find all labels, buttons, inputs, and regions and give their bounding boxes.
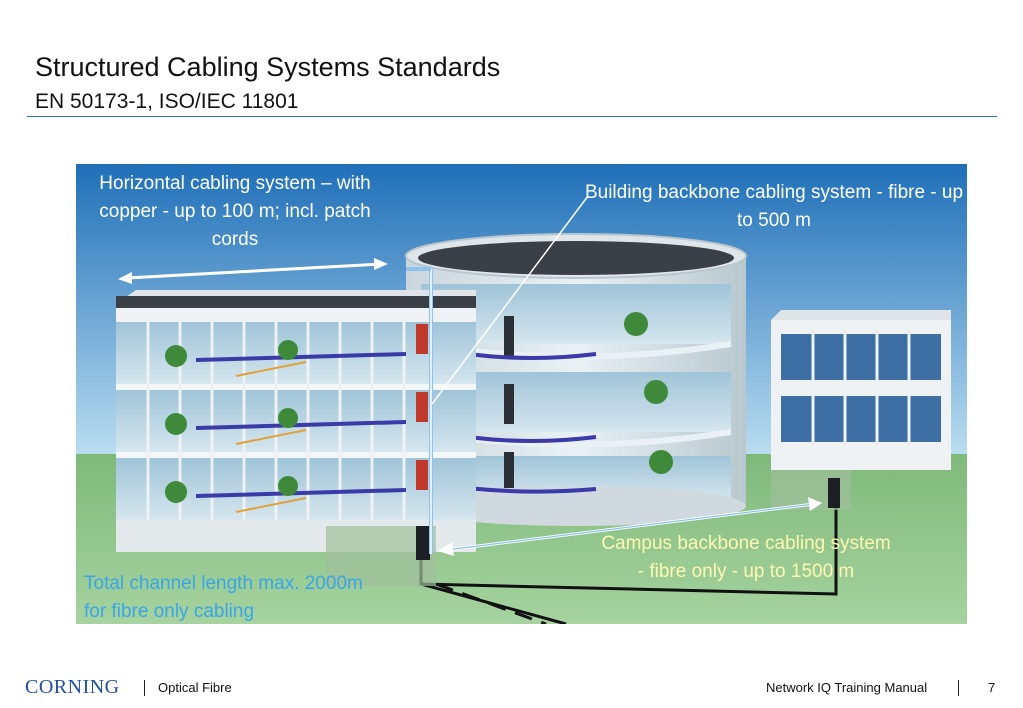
total-channel-label: Total channel length max. 2000m for fibr… (84, 573, 363, 622)
slide-title: Structured Cabling Systems Standards (35, 52, 501, 82)
footer-left-text: Optical Fibre (158, 680, 232, 695)
footer-right-text: Network IQ Training Manual (766, 680, 928, 695)
campus-arrow (438, 497, 822, 556)
footer-separator (144, 680, 145, 696)
slide-subtitle: EN 50173-1, ISO/IEC 11801 (35, 90, 299, 113)
building-backbone-label: Building backbone cabling system - fibre… (584, 182, 964, 231)
page-number: 7 (988, 680, 996, 695)
horizontal-arrow (118, 258, 388, 284)
cabling-diagram: Horizontal cabling system – with copper … (76, 164, 967, 624)
campus-ground-cable (420, 494, 838, 596)
campus-illustration (76, 164, 967, 624)
backbone-pointer (431, 195, 589, 405)
campus-backbone-label: Campus backbone cabling system - fibre o… (601, 533, 891, 582)
right-building (771, 310, 951, 510)
ground-cable-dashed (435, 582, 547, 624)
corning-logo: CORNING (25, 676, 120, 698)
left-building (116, 290, 476, 586)
horizontal-cabling-label: Horizontal cabling system – with copper … (99, 173, 371, 250)
footer-separator-right (958, 680, 959, 696)
title-divider (27, 116, 997, 117)
